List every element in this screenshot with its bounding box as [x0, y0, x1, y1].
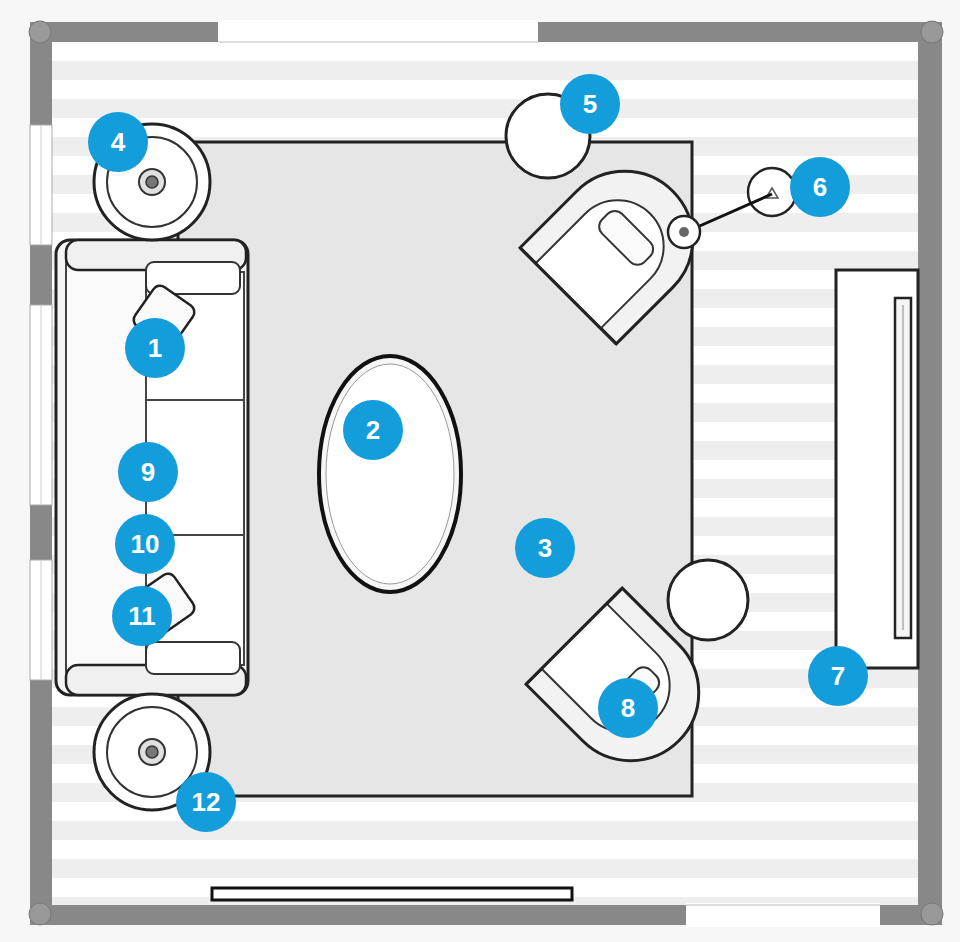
- callout-number: 12: [192, 789, 221, 815]
- callout-badge: 12: [176, 772, 236, 832]
- callout-badge: 2: [343, 400, 403, 460]
- callout-badge: 9: [118, 442, 178, 502]
- callout-number: 2: [366, 417, 380, 443]
- callout-badge: 11: [112, 586, 172, 646]
- callout-number: 8: [621, 695, 635, 721]
- callout-badge: 1: [125, 318, 185, 378]
- callout-badge: 3: [515, 518, 575, 578]
- callout-number: 7: [831, 663, 845, 689]
- callout-number: 10: [131, 531, 160, 557]
- callout-number: 3: [538, 535, 552, 561]
- callout-number: 9: [141, 459, 155, 485]
- callout-badge: 6: [790, 157, 850, 217]
- callout-number: 4: [111, 129, 125, 155]
- callout-number: 11: [128, 603, 156, 629]
- callout-badge: 4: [88, 112, 148, 172]
- callout-badge: 5: [560, 74, 620, 134]
- callout-badge: 7: [808, 646, 868, 706]
- callout-number: 1: [148, 335, 162, 361]
- callout-number: 5: [583, 91, 597, 117]
- callout-number: 6: [813, 174, 827, 200]
- callout-badge: 8: [598, 678, 658, 738]
- callout-badge: 10: [115, 514, 175, 574]
